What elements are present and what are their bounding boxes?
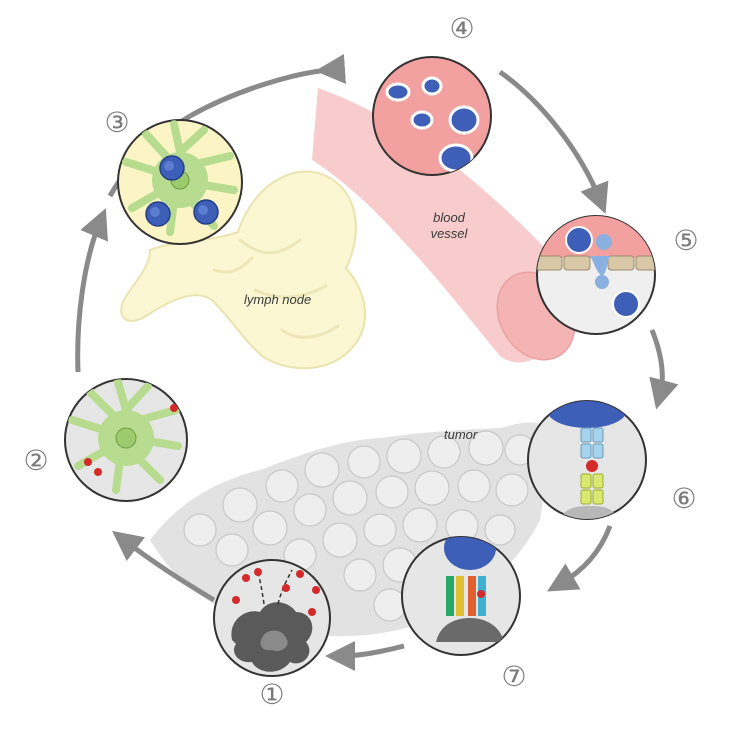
arrow-2-to-3 — [75, 208, 109, 373]
t-cell — [547, 401, 627, 428]
lymph-node — [120, 170, 366, 370]
arrow-7-to-1 — [325, 640, 405, 671]
step-1-marker: ① — [259, 678, 284, 711]
arrow-5-to-6 — [649, 329, 679, 410]
antigen-dots — [232, 568, 320, 616]
step-7-marker: ⑦ — [501, 660, 526, 693]
blood-vessel-label-line2: vessel — [431, 226, 469, 241]
tumor-label: tumor — [444, 427, 478, 442]
lymph-node-label: lymph node — [244, 292, 311, 307]
blood-vessel-label-line1: blood — [433, 210, 466, 225]
step-6-circle — [527, 400, 647, 520]
step-3-circle — [117, 119, 243, 245]
step-1-circle — [213, 559, 331, 677]
step-2-marker: ② — [23, 444, 48, 477]
step-4-circle — [372, 56, 492, 176]
arrow-1-to-2 — [112, 530, 216, 603]
arrow-4-to-3-segment — [188, 54, 346, 119]
step-3-marker: ③ — [104, 106, 129, 139]
step-7-circle — [401, 536, 521, 656]
step-4-marker: ④ — [449, 12, 474, 45]
step-2-circle — [64, 378, 188, 502]
arrow-4-to-5 — [498, 69, 609, 214]
step-5-marker: ⑤ — [673, 224, 698, 257]
arrow-6-to-7 — [547, 525, 613, 592]
step-6-marker: ⑥ — [671, 482, 696, 515]
